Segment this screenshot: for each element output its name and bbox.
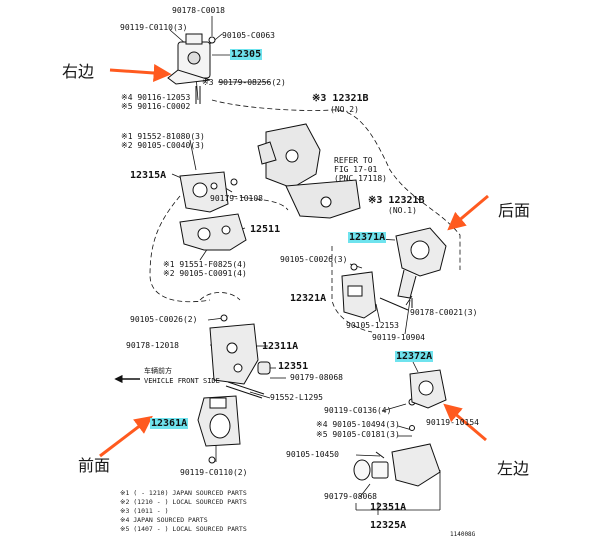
label-no2: (NO.2) [330, 105, 359, 114]
label-90119-c0110-2: 90119-C0110(2) [180, 468, 248, 477]
bolt-91552 [225, 381, 265, 399]
label-12361a: 12361A [150, 418, 189, 429]
label-90179-08068-left: 90179-08068 [290, 373, 343, 382]
label-90105-c0040: ※2 90105-C0040(3) [121, 141, 205, 150]
annotation-arrows [99, 64, 489, 458]
part-12305-highlight: 12305 [230, 49, 263, 60]
label-90179-08068-right: 90179-08068 [324, 492, 377, 501]
label-12311a: 12311A [262, 341, 299, 352]
label-90119-c0136: 90119-C0136(4) [324, 406, 392, 415]
footnote-4: ※4 JAPAN SOURCED PARTS [120, 516, 208, 524]
label-90178-c0018: 90178-C0018 [172, 6, 225, 15]
label-90179-10108: 90179-10108 [210, 194, 263, 203]
footnote-5: ※5 (1407 - ) LOCAL SOURCED PARTS [120, 525, 247, 533]
annotation-front: 前面 [78, 456, 111, 475]
bracket-12325a [353, 443, 441, 487]
label-91551-f0825: ※1 91551-F0825(4) [163, 260, 247, 269]
part-12371a-highlight: 12371A [348, 232, 387, 243]
label-90105-c0091: ※2 90105-C0091(4) [163, 269, 247, 278]
label-90105-c0026-2: 90105-C0026(2) [130, 315, 198, 324]
label-90179-08256: ※3 90179-08256(2) [202, 78, 286, 87]
label-90178-12018: 90178-12018 [126, 341, 179, 350]
bracket-12315a [179, 171, 229, 213]
label-refer-to: REFER TO [334, 156, 373, 165]
label-90105-10494: ※4 90105-10494(3) [316, 420, 400, 429]
label-12315a: 12315A [130, 170, 167, 181]
bracket-12321b [257, 123, 361, 219]
label-12305: 12305 [230, 49, 263, 60]
label-90105-10450: 90105-10450 [286, 450, 339, 459]
label-12372a: 12372A [395, 351, 434, 362]
footnote-2: ※2 (1210 - ) LOCAL SOURCED PARTS [120, 498, 247, 506]
label-pnc-17118: (PNC 17118) [334, 174, 387, 183]
label-90105-c0026-3: 90105-C0026(3) [280, 255, 348, 264]
mount-12372a [409, 369, 447, 409]
label-91552-l1295: 91552-L1295 [270, 393, 323, 402]
annotation-rear: 后面 [498, 201, 531, 220]
label-12511: 12511 [250, 224, 281, 235]
label-vehicle-front-side: VEHICLE FRONT SIDE [144, 377, 220, 385]
bracket-12321a [341, 271, 377, 319]
label-12351a: 12351A [370, 502, 407, 513]
label-90105-c0181: ※5 90105-C0181(3) [316, 430, 400, 439]
part-12361a-highlight: 12361A [150, 418, 189, 429]
mount-12361a [197, 395, 241, 447]
label-12351-left: 12351 [278, 361, 309, 372]
figure-id: 114008G [450, 531, 476, 538]
label-vehicle-front-cn: 车辆前方 [144, 367, 172, 375]
label-90119-10904: 90119-10904 [372, 333, 425, 342]
label-12321b-top: ※3 12321B [312, 93, 369, 104]
mount-12305 [167, 33, 211, 104]
annotation-right-side: 右边 [62, 62, 95, 81]
label-90116-c0002: ※5 90116-C0002 [121, 102, 191, 111]
label-90105-12153: 90105-12153 [346, 321, 399, 330]
label-12371a: 12371A [348, 232, 387, 243]
label-12321a: 12321A [290, 293, 327, 304]
label-90116-12053: ※4 90116-12053 [121, 93, 191, 102]
label-90105-c0063: 90105-C0063 [222, 31, 275, 40]
label-90178-c0021: 90178-C0021(3) [410, 308, 478, 317]
label-90119-c0110-3: 90119-C0110(3) [120, 23, 188, 32]
label-90119-10154: 90119-10154 [426, 418, 479, 427]
label-12325a: 12325A [370, 520, 407, 531]
bracket-12511 [179, 213, 247, 251]
label-91552-81080: ※1 91552-81080(3) [121, 132, 205, 141]
mount-12371a [395, 227, 447, 308]
dashed-boundaries [149, 99, 461, 333]
annotation-left-side: 左边 [497, 459, 530, 478]
part-12372a-highlight: 12372A [395, 351, 434, 362]
label-no1: (NO.1) [388, 206, 417, 215]
footnote-3: ※3 (1011 - ) [120, 507, 169, 515]
bolts [208, 36, 416, 464]
label-12321b-mid: ※3 12321B [368, 195, 425, 206]
label-fig-17-01: FIG 17-01 [334, 165, 378, 174]
footnote-1: ※1 ( - 1210) JAPAN SOURCED PARTS [120, 489, 247, 497]
bracket-12311a [209, 323, 271, 385]
